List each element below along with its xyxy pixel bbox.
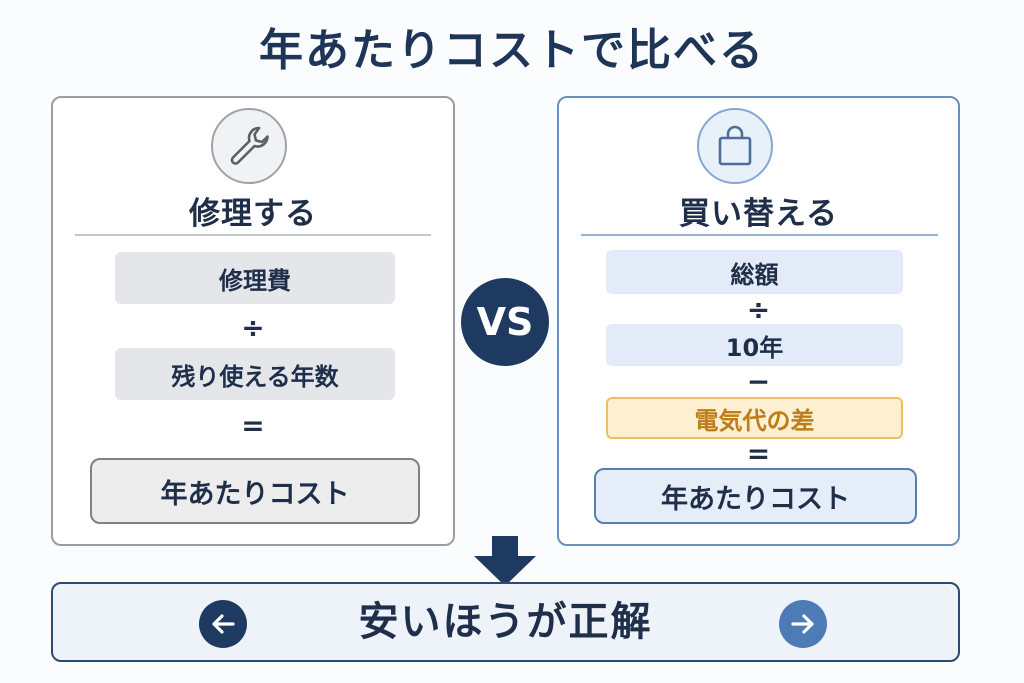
electricity-difference-box: 電気代の差: [606, 397, 903, 439]
minus-sign: −: [746, 365, 771, 398]
vs-badge: VS: [461, 278, 549, 366]
repair-annual-cost-box: 年あたりコスト: [90, 458, 420, 524]
equals-sign: =: [746, 437, 771, 470]
down-arrow-icon: [474, 536, 536, 586]
arrow-right-icon: [779, 600, 827, 648]
repair-icon-circle: [211, 108, 287, 184]
repair-cost-box: 修理費: [115, 252, 395, 304]
replace-annual-cost-box: 年あたりコスト: [594, 468, 917, 524]
repair-divider: [75, 234, 431, 236]
ten-years-box: 10年: [606, 324, 903, 366]
shopping-bag-icon: [718, 125, 752, 166]
divide-sign: ÷: [746, 293, 771, 326]
divide-sign: ÷: [241, 311, 265, 344]
repair-panel: 修理する 修理費 ÷ 残り使える年数 = 年あたりコスト: [51, 96, 455, 546]
equals-sign: =: [241, 409, 265, 442]
remaining-years-box: 残り使える年数: [115, 348, 395, 400]
replace-divider: [581, 234, 938, 236]
conclusion-bar: 安いほうが正解: [51, 582, 960, 662]
arrow-left-icon: [199, 600, 247, 648]
replace-panel: 買い替える 総額 ÷ 10年 − 電気代の差 = 年あたりコスト: [557, 96, 960, 546]
total-cost-box: 総額: [606, 250, 903, 294]
repair-heading: 修理する: [189, 196, 317, 232]
replace-heading: 買い替える: [678, 196, 839, 232]
conclusion-text: 安いほうが正解: [358, 599, 653, 645]
replace-icon-circle: [697, 108, 773, 184]
wrench-icon: [230, 126, 269, 165]
page-title: 年あたりコストで比べる: [259, 25, 765, 76]
